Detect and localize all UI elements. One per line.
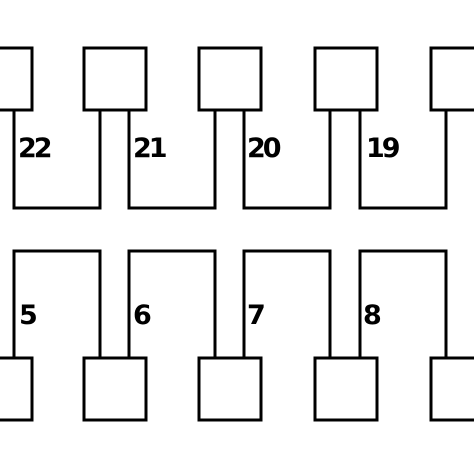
- top-pad-1: [0, 46, 34, 112]
- top-label-4: 19: [366, 133, 400, 164]
- top-pad-2: [82, 46, 148, 112]
- top-label-3: 20: [247, 133, 281, 164]
- top-trace-1: [12, 110, 102, 210]
- bottom-label-2: 6: [133, 300, 151, 331]
- bottom-label-1: 5: [19, 300, 36, 331]
- top-pad-4: [313, 46, 379, 112]
- top-pad-5: [429, 46, 474, 112]
- bottom-pad-2: [82, 356, 148, 422]
- bottom-pad-1: [0, 356, 34, 422]
- bottom-label-4: 8: [363, 300, 381, 331]
- bottom-pad-3: [197, 356, 263, 422]
- bottom-trace-1: [12, 249, 102, 358]
- top-label-2: 21: [133, 133, 166, 164]
- top-trace-2: [127, 110, 217, 210]
- bottom-label-3: 7: [247, 300, 264, 331]
- bottom-pad-5: [429, 356, 474, 422]
- bottom-trace-2: [127, 249, 217, 358]
- top-pad-3: [197, 46, 263, 112]
- top-label-1: 22: [18, 133, 51, 164]
- top-trace-4: [358, 110, 448, 210]
- bottom-trace-4: [358, 249, 448, 358]
- top-trace-3: [242, 110, 332, 210]
- top-row: 22 21 20 19: [0, 46, 474, 210]
- bottom-row: 5 6 7 8: [0, 249, 474, 422]
- bottom-trace-3: [242, 249, 332, 358]
- bottom-pad-4: [313, 356, 379, 422]
